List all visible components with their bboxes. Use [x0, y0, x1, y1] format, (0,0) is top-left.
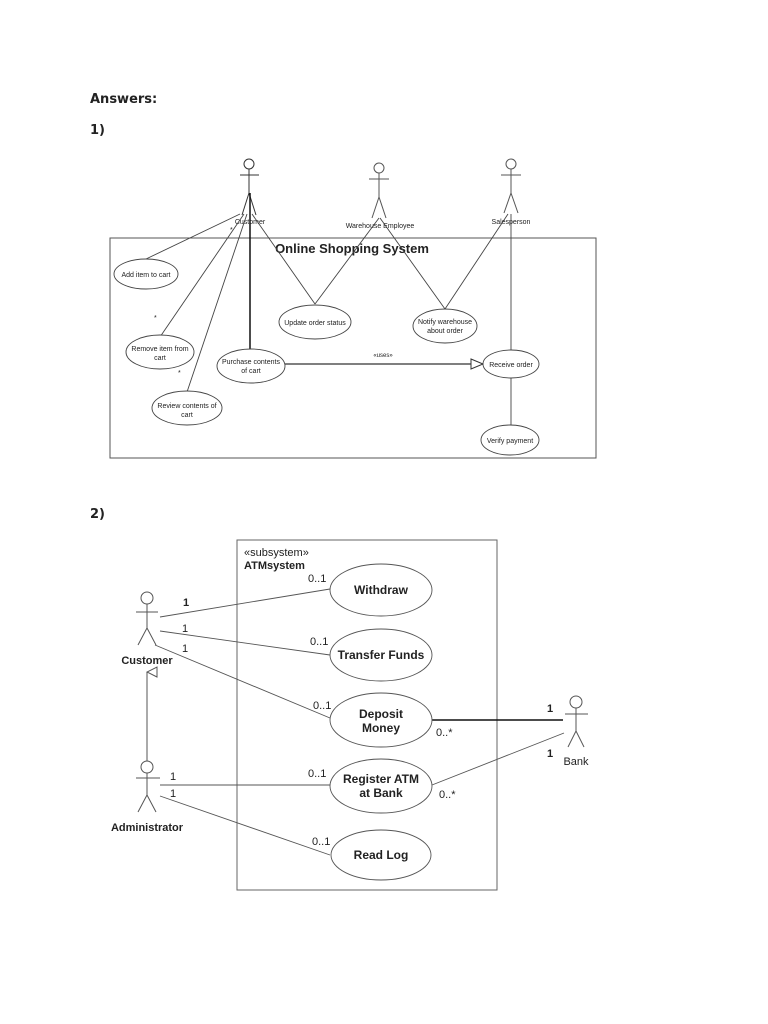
assoc-register-bank — [431, 732, 565, 786]
assoc-customer-update-status — [251, 213, 316, 305]
assoc-customer-withdraw — [159, 588, 331, 618]
multiplicity-mark: * — [178, 370, 181, 377]
use-case-remove-item-label: cart — [154, 355, 166, 362]
use-case-notify-label: Notify warehouse — [418, 319, 472, 326]
use-case-verify-payment — [480, 424, 540, 456]
assoc-customer-transfer — [159, 630, 331, 656]
multiplicity-label: 0..1 — [308, 768, 326, 780]
system-title: Online Shopping System — [275, 241, 429, 256]
multiplicity-label: 0..* — [439, 789, 456, 801]
multiplicity-label: 1 — [182, 643, 188, 655]
multiplicity-label: 0..1 — [310, 636, 328, 648]
uses-label: «uses» — [373, 353, 393, 359]
use-case-review-contents — [151, 390, 223, 426]
multiplicity-label: 1 — [170, 788, 176, 800]
subsystem-title: ATMsystem — [244, 560, 305, 572]
multiplicity-mark: * — [230, 227, 233, 234]
actor-head — [243, 158, 255, 170]
use-case-transfer-label: Transfer Funds — [338, 648, 425, 662]
use-case-transfer-funds — [329, 628, 433, 682]
use-case-receive-order-label: Receive order — [489, 362, 533, 369]
use-case-deposit-money — [329, 692, 433, 748]
assoc-customer-add-item — [145, 213, 241, 260]
actor-customer — [136, 591, 158, 646]
use-case-register-atm — [329, 758, 433, 814]
assoc-warehouse-update-status — [314, 217, 380, 305]
actor-bank — [565, 695, 588, 748]
actor-bank-label: Bank — [563, 756, 589, 768]
actor-administrator-label: Administrator — [111, 822, 184, 834]
use-case-purchase-label: Purchase contents — [222, 359, 280, 366]
use-case-deposit-label: Deposit — [359, 707, 403, 721]
use-case-purchase-label: of cart — [241, 368, 261, 375]
multiplicity-label: 0..1 — [308, 573, 326, 585]
multiplicity-label: 1 — [170, 771, 176, 783]
actor-warehouse-employee-label: Warehouse Employee — [346, 223, 415, 230]
use-case-review-label: cart — [181, 412, 193, 419]
assoc-customer-review — [186, 213, 248, 393]
actor-administrator — [136, 760, 160, 813]
system-boundary — [109, 237, 597, 459]
assoc-warehouse-notify — [379, 217, 446, 310]
question-1-label: 1) — [90, 123, 105, 138]
multiplicity-label: 1 — [183, 597, 189, 609]
multiplicity-label: 1 — [547, 748, 553, 760]
assoc-admin-readlog — [159, 795, 331, 856]
online-shopping-diagram: Online Shopping System Customer Warehous… — [109, 158, 597, 459]
actor-head — [569, 695, 583, 709]
use-case-readlog-label: Read Log — [354, 848, 409, 862]
use-case-receive-order — [482, 349, 540, 379]
use-case-remove-item-label: Remove item from — [131, 346, 188, 353]
assoc-customer-remove-item — [159, 213, 245, 338]
use-case-register-label: at Bank — [359, 786, 403, 800]
answers-heading: Answers: — [90, 92, 158, 107]
use-case-notify-warehouse — [412, 308, 478, 344]
assoc-customer-deposit — [154, 644, 331, 719]
multiplicity-label: 1 — [182, 623, 188, 635]
use-case-update-order-status — [278, 304, 352, 340]
multiplicity-label: 0..1 — [312, 836, 330, 848]
use-case-verify-payment-label: Verify payment — [487, 438, 533, 445]
subsystem-boundary — [236, 539, 498, 891]
use-case-notify-label: about order — [427, 328, 463, 335]
associations — [145, 213, 512, 425]
use-case-deposit-label: Money — [362, 721, 400, 735]
actor-head — [373, 162, 385, 174]
actor-customer-label: Customer — [121, 655, 173, 667]
question-2-label: 2) — [90, 507, 105, 522]
multiplicity-label: 1 — [547, 703, 553, 715]
multiplicity-label: 0..* — [436, 727, 453, 739]
multiplicity-mark: * — [154, 315, 157, 322]
use-case-withdraw-label: Withdraw — [354, 583, 409, 597]
use-case-purchase-contents — [216, 348, 286, 384]
use-case-remove-item — [125, 334, 195, 370]
assoc-salesperson-notify — [444, 213, 509, 310]
actor-head — [140, 760, 154, 774]
actor-head — [505, 158, 517, 170]
use-case-withdraw — [329, 563, 433, 617]
atm-system-diagram: «subsystem» ATMsystem Customer Administr… — [111, 539, 589, 891]
actor-warehouse-employee — [369, 162, 389, 219]
multiplicity-label: 0..1 — [313, 700, 331, 712]
use-case-review-label: Review contents of — [157, 403, 216, 410]
use-case-update-status-label: Update order status — [284, 320, 346, 327]
subsystem-stereotype: «subsystem» — [244, 547, 309, 559]
actor-customer — [240, 158, 259, 216]
use-case-add-item-label: Add item to cart — [121, 272, 170, 279]
actor-salesperson — [501, 158, 521, 214]
actor-head — [140, 591, 154, 605]
use-case-add-item — [113, 258, 179, 290]
use-case-read-log — [330, 829, 432, 881]
use-case-register-label: Register ATM — [343, 772, 419, 786]
